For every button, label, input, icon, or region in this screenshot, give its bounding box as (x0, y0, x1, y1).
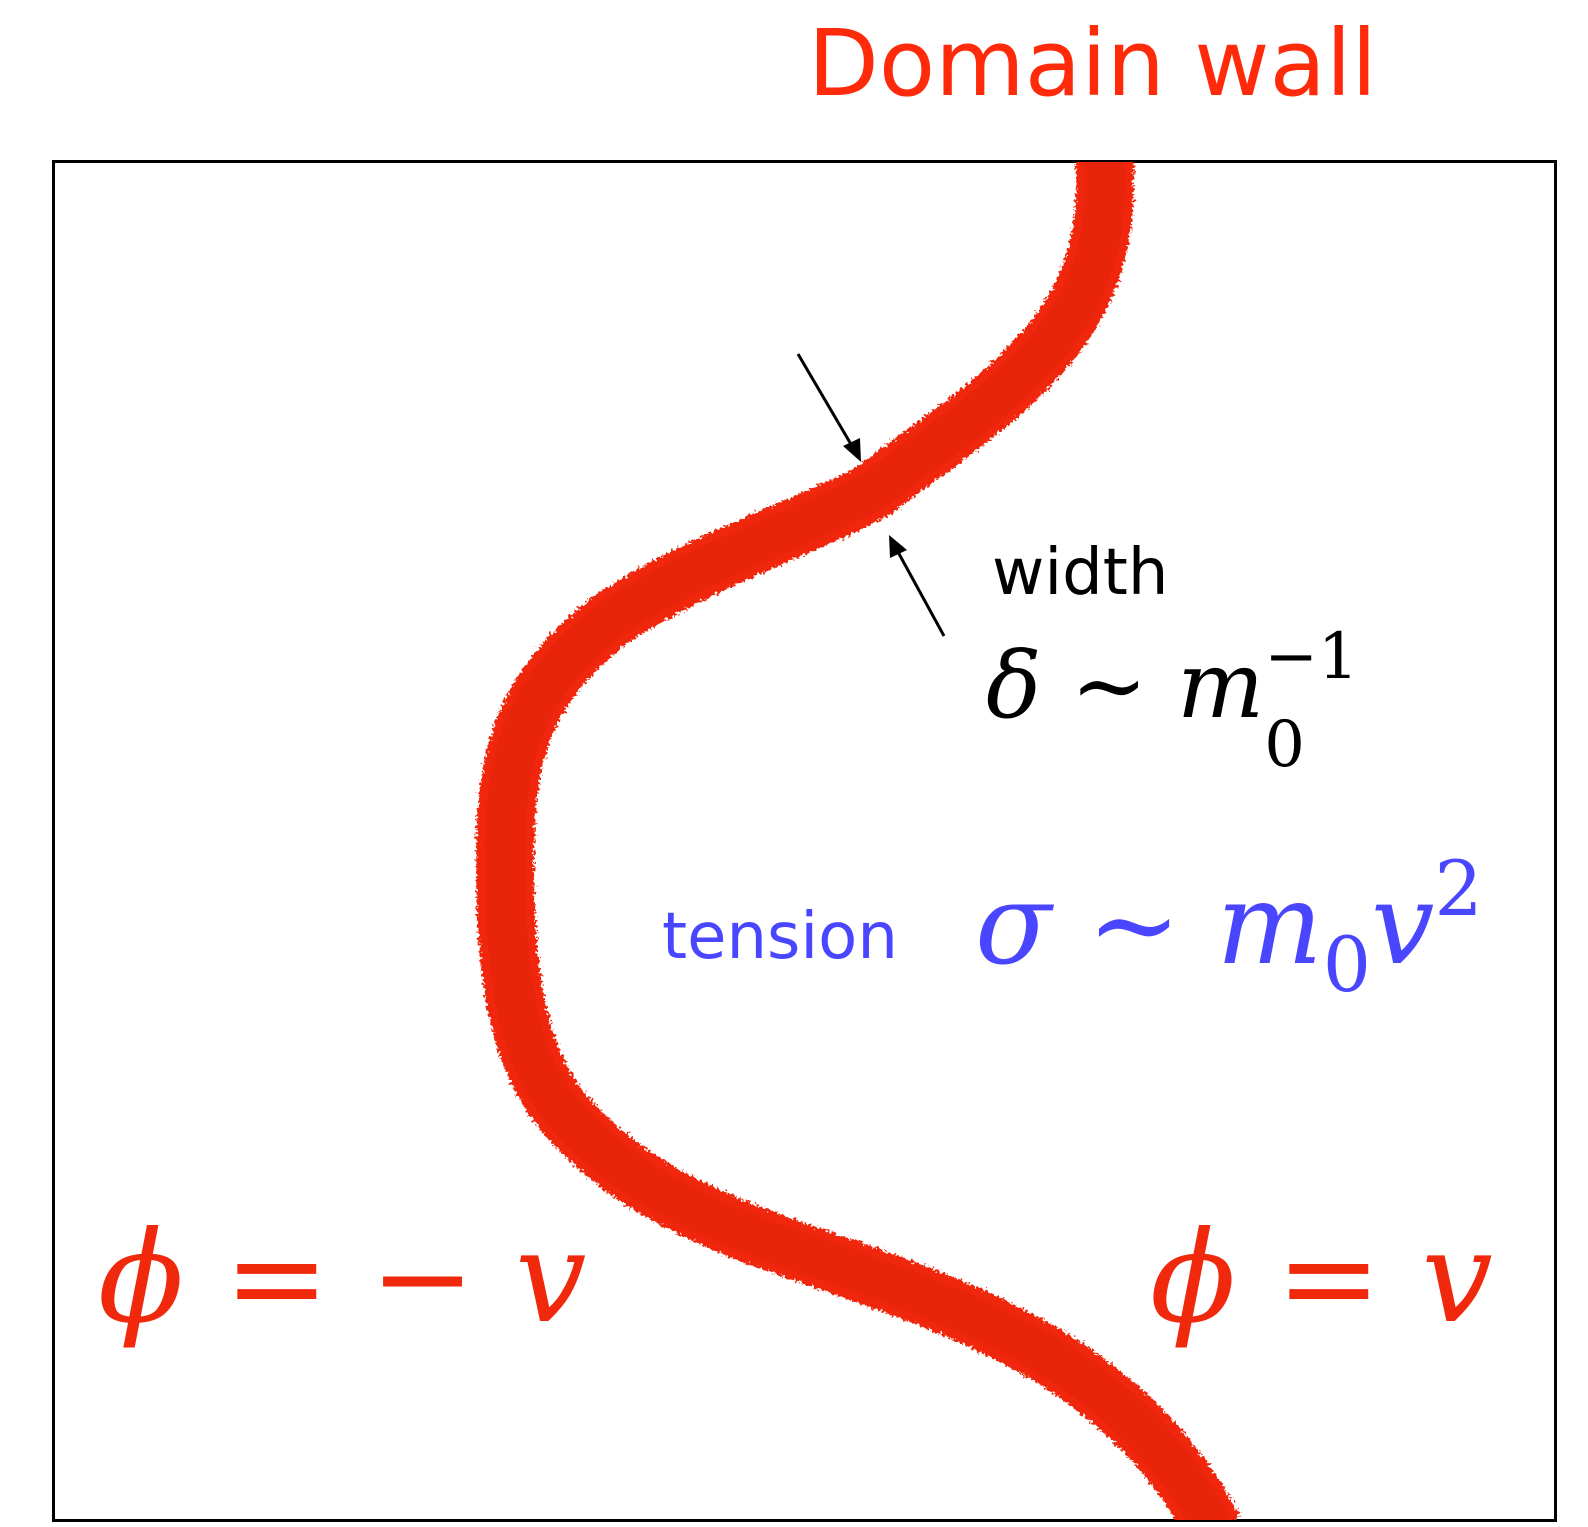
width-label: width (992, 536, 1169, 610)
tension-formula-relation: ∼ (1087, 860, 1181, 990)
tension-formula: σ ∼ m0v2 (975, 844, 1483, 1009)
width-formula: δ ∼ m 0 −1 (986, 620, 1359, 782)
width-formula-lhs: δ (986, 632, 1042, 739)
width-formula-subscript: 0 (1264, 708, 1305, 782)
tension-formula-v: v (1371, 860, 1435, 990)
tension-formula-m-subscript: 0 (1322, 920, 1372, 1009)
left-equals: = (223, 1204, 330, 1351)
width-formula-base: m (1176, 632, 1265, 739)
width-formula-superscript: −1 (1264, 620, 1359, 694)
left-v: v (515, 1204, 587, 1351)
tension-formula-lhs: σ (975, 860, 1052, 990)
diagram-frame (52, 160, 1557, 1522)
width-formula-relation: ∼ (1070, 632, 1148, 739)
domain-wall-core (484, 162, 1233, 1520)
left-phi: ϕ (98, 1204, 184, 1351)
right-equals: = (1275, 1204, 1382, 1351)
tension-formula-m: m (1216, 860, 1323, 990)
right-region-formula: ϕ = v (1150, 1204, 1493, 1351)
right-v: v (1421, 1204, 1493, 1351)
left-region-formula: ϕ = − v (98, 1204, 586, 1351)
right-phi: ϕ (1150, 1204, 1236, 1351)
tension-label: tension (662, 900, 898, 974)
diagram-title: Domain wall (0, 0, 1588, 120)
domain-wall-curve (475, 162, 1241, 1520)
title-text: Domain wall (808, 10, 1377, 117)
left-minus: − (369, 1204, 476, 1351)
width-arrow-bottom (889, 535, 946, 637)
width-arrow-top (796, 353, 861, 462)
tension-formula-v-superscript: 2 (1434, 844, 1483, 933)
